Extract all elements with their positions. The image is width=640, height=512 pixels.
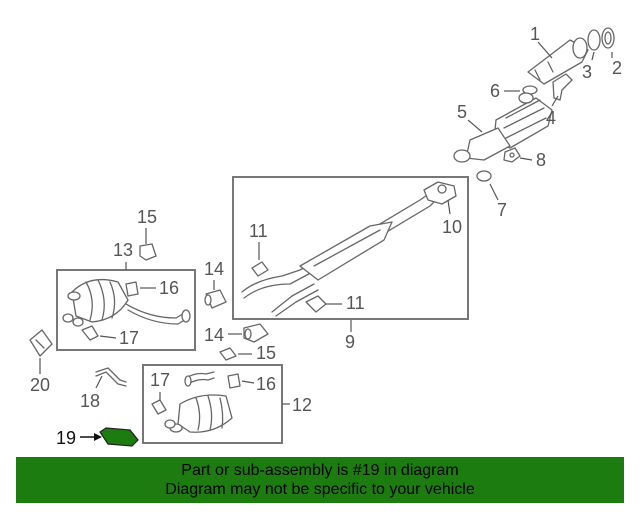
part-13-rear-muffler[interactable] [62, 278, 191, 327]
part-2-gasket-ring[interactable] [601, 27, 615, 49]
callout-20[interactable]: 20 [30, 375, 50, 395]
callout-18[interactable]: 18 [80, 391, 100, 411]
part-18-strap[interactable] [95, 367, 127, 387]
leader-17-upper [99, 335, 117, 339]
callout-15-lower[interactable]: 15 [256, 343, 276, 363]
callout-14-lower[interactable]: 14 [204, 325, 224, 345]
callout-10[interactable]: 10 [442, 217, 462, 237]
part-16-rubber-mount-lower[interactable] [227, 373, 241, 389]
leader-7 [489, 183, 499, 201]
callout-16-upper[interactable]: 16 [159, 278, 179, 298]
part-17-hanger-left[interactable] [81, 325, 99, 341]
leader-1 [537, 41, 553, 59]
part-12-muffler-assembly[interactable] [164, 371, 233, 433]
callout-8[interactable]: 8 [536, 150, 546, 170]
part-3-seal-ring[interactable] [587, 29, 601, 51]
callout-1[interactable]: 1 [530, 24, 540, 44]
part-7-clamp-ring[interactable] [476, 170, 492, 182]
part-16-rubber-mount[interactable] [125, 281, 139, 297]
box-9 [232, 176, 469, 320]
callout-14-upper[interactable]: 14 [204, 259, 224, 279]
part-19-heat-shield-highlighted[interactable] [99, 427, 139, 447]
leader-16-lower [241, 380, 255, 384]
callout-6[interactable]: 6 [490, 81, 500, 101]
callout-19[interactable]: 19 [56, 428, 76, 448]
callout-15-upper[interactable]: 15 [137, 207, 157, 227]
part-4-bracket[interactable] [552, 73, 573, 101]
banner-line-1: Part or sub-assembly is #19 in diagram [181, 462, 459, 479]
leader-18 [95, 375, 103, 389]
callout-12[interactable]: 12 [292, 395, 312, 415]
part-14-insulator-upper[interactable] [204, 289, 227, 309]
callout-17-upper[interactable]: 17 [119, 328, 139, 348]
callout-7[interactable]: 7 [497, 200, 507, 220]
part-10-flange-clamp[interactable] [423, 181, 457, 205]
callout-2[interactable]: 2 [612, 58, 622, 78]
callout-3[interactable]: 3 [582, 62, 592, 82]
callout-11-upper[interactable]: 11 [249, 221, 268, 241]
callout-4[interactable]: 4 [546, 108, 556, 128]
part-15-hanger-lower[interactable] [219, 347, 237, 361]
leader-8 [519, 157, 533, 161]
leader-4 [551, 95, 559, 107]
leader-5 [467, 119, 483, 133]
part-11-hanger-lower[interactable] [305, 295, 327, 313]
part-9-intermediate-pipe[interactable] [241, 189, 441, 317]
callout-11-lower[interactable]: 11 [346, 293, 365, 313]
banner-line-2: Diagram may not be specific to your vehi… [165, 481, 475, 498]
callout-17-lower[interactable]: 17 [150, 370, 170, 390]
part-11-hanger-upper[interactable] [251, 261, 269, 277]
callout-16-lower[interactable]: 16 [256, 374, 276, 394]
part-5-catalytic-converter[interactable] [453, 92, 553, 163]
leader-10 [447, 199, 451, 215]
part-8-bracket-clip[interactable] [503, 147, 521, 163]
leader-19-arrowhead [94, 433, 102, 441]
part-info-banner: Part or sub-assembly is #19 in diagram D… [16, 457, 624, 503]
callout-13[interactable]: 13 [113, 240, 133, 260]
part-15-hanger-upper[interactable] [139, 243, 157, 261]
part-17-hanger-lower[interactable] [151, 399, 167, 415]
leader-3 [591, 51, 595, 61]
part-20-heat-shield-clip[interactable] [29, 329, 53, 357]
callout-9[interactable]: 9 [345, 332, 355, 352]
callout-5[interactable]: 5 [457, 102, 467, 122]
part-14-insulator-lower[interactable] [243, 323, 269, 343]
part-1-down-pipe[interactable] [527, 37, 589, 85]
